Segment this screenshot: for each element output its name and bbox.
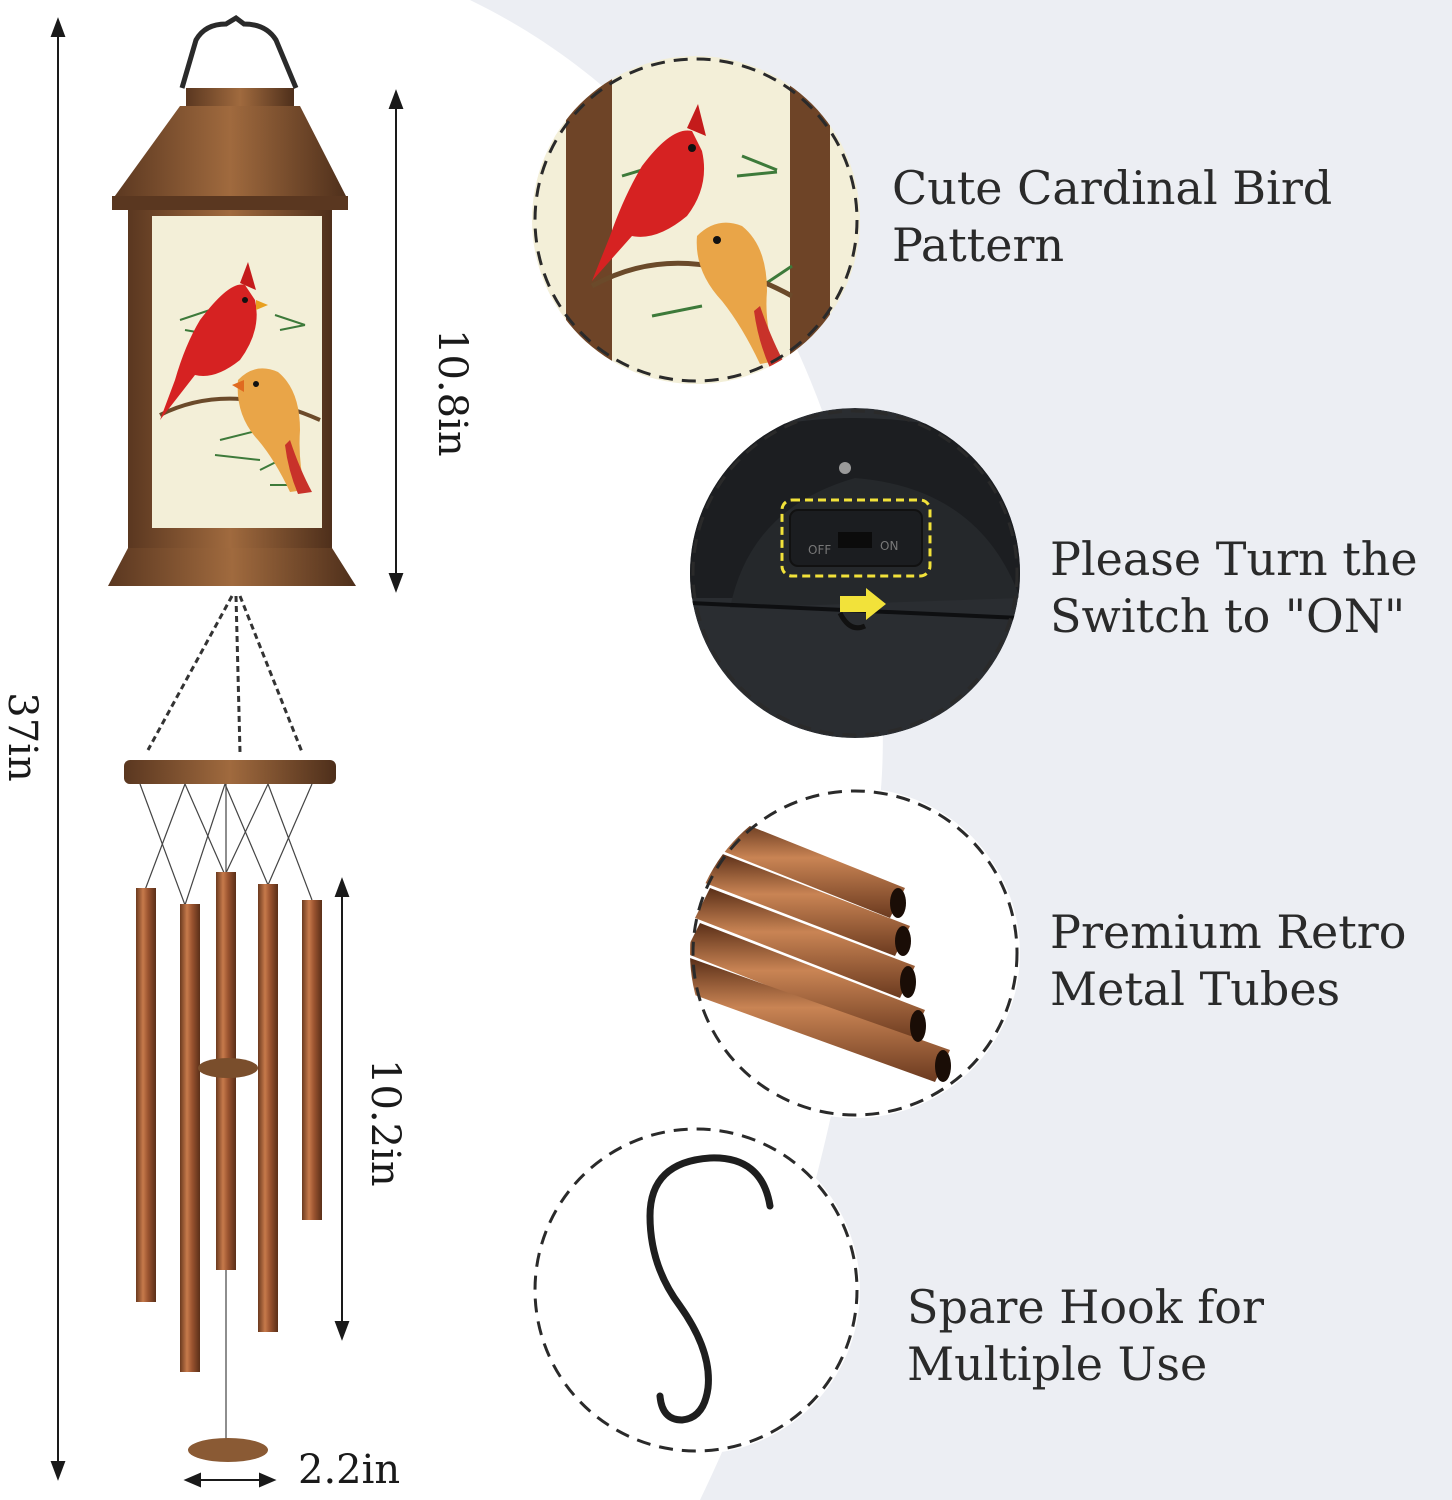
switch-off-label: OFF — [808, 543, 831, 557]
cardinal-bird-pattern-icon — [532, 56, 860, 384]
total-height-arrow — [50, 17, 66, 1481]
switch-on-label: ON — [880, 539, 898, 553]
tubes-length-label: 10.2in — [362, 1059, 408, 1187]
base-width-label: 2.2in — [298, 1447, 401, 1493]
metal-tubes-icon — [690, 788, 1020, 1118]
lantern-height-label: 10.8in — [429, 329, 475, 457]
feature-cardinal-pattern-text: Cute Cardinal Bird Pattern — [892, 160, 1332, 274]
feature-switch-text: Please Turn the Switch to "ON" — [1050, 531, 1418, 645]
product-illustration — [50, 14, 404, 1488]
feature-hook-text: Spare Hook for Multiple Use — [907, 1279, 1264, 1393]
feature-line-1: Cute Cardinal Bird — [892, 161, 1333, 215]
feature-line-2: Switch to "ON" — [1050, 589, 1406, 643]
power-switch-icon: OFF ON — [690, 408, 1020, 738]
feature-line-1: Premium Retro — [1050, 905, 1407, 959]
feature-line-2: Metal Tubes — [1050, 962, 1341, 1016]
feature-line-2: Pattern — [892, 218, 1065, 272]
total-height-label: 37in — [0, 692, 45, 782]
s-hook-icon — [532, 1126, 860, 1454]
feature-line-2: Multiple Use — [907, 1337, 1208, 1391]
feature-line-1: Please Turn the — [1050, 532, 1418, 586]
feature-tubes-text: Premium Retro Metal Tubes — [1050, 904, 1406, 1018]
feature-line-1: Spare Hook for — [907, 1280, 1264, 1334]
